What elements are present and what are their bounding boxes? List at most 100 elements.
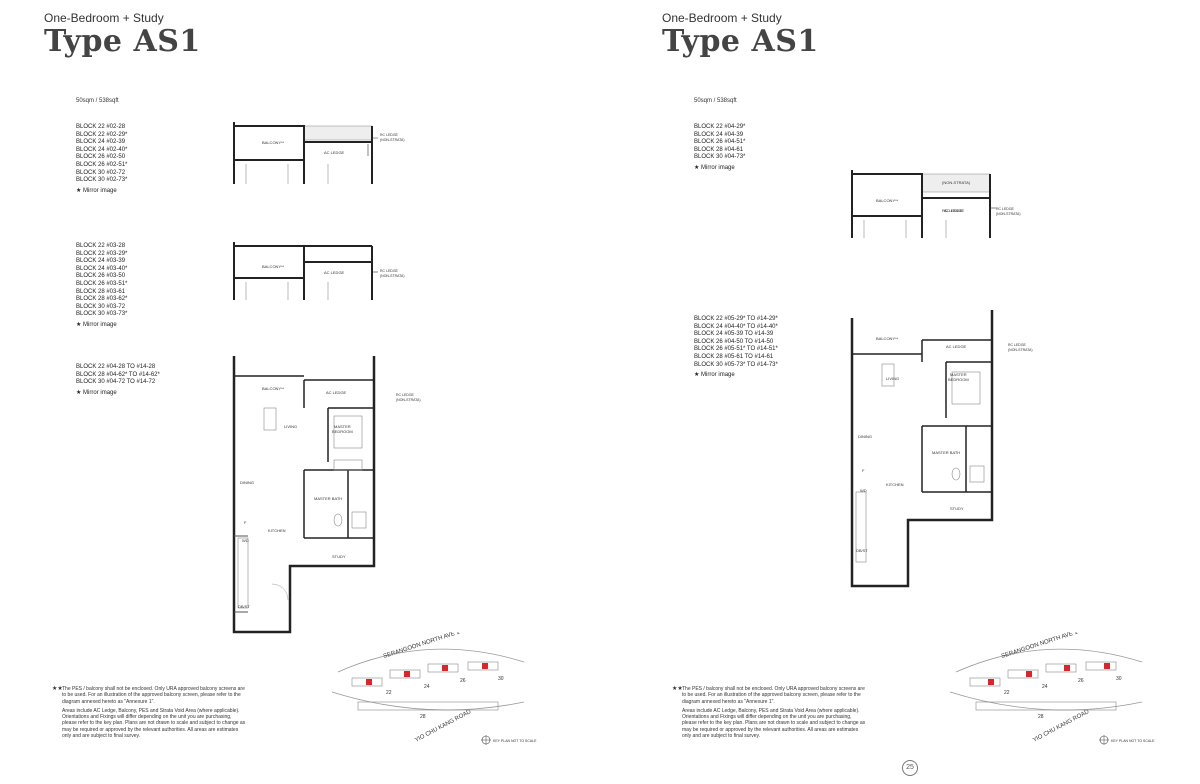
room-label-rc-ledge: RC LEDGE [396, 393, 415, 397]
unit-line: BLOCK 30 #02-73* [76, 177, 128, 184]
full-floor-plan: BALCONY** AC LEDGE RC LEDGE (NON-STRATA)… [232, 356, 421, 634]
room-label-non-strata-top: (NON-STRATA) [942, 180, 971, 185]
room-label-non-strata: (NON-STRATA) [380, 138, 405, 142]
footnote-star: ★★ [52, 686, 63, 692]
room-label-dining: DINING [858, 434, 872, 439]
footnote-para-1: The PES / balcony shall not be enclosed.… [62, 686, 245, 705]
unit-line: BLOCK 24 #05-39 TO #14-39 [694, 331, 774, 338]
fixture-washer-dryer: WD [860, 488, 867, 493]
unit-subtitle: One-Bedroom + Study [44, 11, 164, 25]
room-label-ac-ledge: AC LEDGE [324, 150, 345, 155]
unit-line: BLOCK 28 #03-61 [76, 288, 126, 295]
footnote: ★★ The PES / balcony shall not be enclos… [672, 686, 867, 740]
partial-floor-plan-level-2: BALCONY** AC LEDGE RC LEDGE (NON-STRATA) [233, 122, 405, 184]
partial-floor-plan-level-4: BALCONY** RC LEDGE (NON-STRATA) AC LEDGE… [851, 170, 1021, 238]
unit-line: BLOCK 30 #05-73* TO #14-73* [694, 361, 778, 368]
road-label-north: SERANGOON NORTH AVE 1 [1001, 632, 1079, 660]
unit-line: BLOCK 26 #02-50 [76, 154, 126, 161]
unit-list-group-1: BLOCK 22 #04-29* BLOCK 24 #04-39 BLOCK 2… [694, 124, 745, 173]
block-30-label: 30 [1116, 676, 1122, 682]
room-label-balcony: BALCONY** [262, 264, 285, 269]
mirror-note: ★ Mirror image [76, 321, 117, 328]
room-label-master-bedroom: MASTER [334, 424, 351, 429]
room-label-non-strata: (NON-STRATA) [1008, 348, 1033, 352]
mirror-note: ★ Mirror image [76, 389, 117, 396]
block-28-label: 28 [1038, 714, 1044, 720]
unit-line: BLOCK 22 #03-28 [76, 243, 126, 249]
unit-line: BLOCK 30 #02-72 [76, 169, 126, 176]
unit-line: BLOCK 22 #02-29* [76, 131, 128, 138]
unit-list-group-1: BLOCK 22 #02-28 BLOCK 22 #02-29* BLOCK 2… [76, 124, 127, 195]
block-26-label: 26 [1078, 678, 1084, 684]
room-label-rc-ledge-top: RC LEDGE [942, 208, 963, 213]
room-label-rc-ledge: RC LEDGE [380, 269, 399, 273]
mirror-note: ★ Mirror image [76, 187, 117, 194]
room-label-living: LIVING [284, 424, 297, 429]
unit-line: BLOCK 22 #02-28 [76, 124, 126, 130]
room-label-master-bedroom: MASTER [950, 372, 967, 377]
unit-line: BLOCK 30 #04-72 TO #14-72 [76, 379, 156, 386]
room-label-study: STUDY [332, 554, 346, 559]
room-label-balcony: BALCONY** [876, 336, 899, 341]
unit-area: 50sqm / 538sqft [76, 98, 119, 104]
unit-line: BLOCK 26 #03-50 [76, 273, 126, 280]
room-label-rc-ledge: RC LEDGE [380, 133, 399, 137]
unit-line: BLOCK 28 #05-61 TO #14-61 [694, 353, 774, 360]
room-label-rc-ledge: RC LEDGE [996, 207, 1015, 211]
unit-title: Type AS1 [662, 24, 819, 59]
footnote-para-2: Areas include AC Ledge, Balcony, PES and… [62, 707, 246, 740]
block-24-label: 24 [1042, 684, 1048, 690]
unit-line: BLOCK 28 #04-61 [694, 146, 744, 153]
footnote-para-1: The PES / balcony shall not be enclosed.… [682, 686, 865, 705]
key-plan: SERANGOON NORTH AVE 1 YIO CHU KANG ROAD … [949, 632, 1155, 745]
unit-line: BLOCK 28 #03-62* [76, 296, 128, 303]
left-page: One-Bedroom + Study Type AS1 50sqm / 538… [44, 11, 537, 745]
fixture-fridge: F [244, 520, 247, 525]
room-label-master-bath: MASTER BATH [314, 496, 342, 501]
block-22-label: 22 [1004, 690, 1010, 696]
unit-line: BLOCK 22 #05-29* TO #14-29* [694, 316, 778, 322]
room-label-master-bedroom-2: BEDROOM [948, 377, 969, 382]
fixture-fridge: F [862, 468, 865, 473]
unit-subtitle: One-Bedroom + Study [662, 11, 782, 25]
room-label-rc-ledge: RC LEDGE [1008, 343, 1027, 347]
fixture-db-store: DB/ST [238, 604, 250, 609]
unit-line: BLOCK 26 #05-51* TO #14-51* [694, 346, 778, 353]
unit-line: BLOCK 24 #03-40* [76, 265, 128, 272]
mirror-note: ★ Mirror image [694, 372, 735, 379]
unit-line: BLOCK 24 #04-40* TO #14-40* [694, 323, 778, 330]
block-22-label: 22 [386, 690, 392, 696]
room-label-ac-ledge: AC LEDGE [326, 390, 347, 395]
unit-line: BLOCK 26 #02-51* [76, 161, 128, 168]
unit-line: BLOCK 30 #04-73* [694, 154, 746, 161]
room-label-non-strata: (NON-STRATA) [996, 212, 1021, 216]
unit-line: BLOCK 30 #03-72 [76, 303, 126, 310]
unit-list-group-2: BLOCK 22 #05-29* TO #14-29* BLOCK 24 #04… [694, 316, 778, 380]
footnote-para-2: Areas include AC Ledge, Balcony, PES and… [682, 707, 866, 740]
room-label-non-strata: (NON-STRATA) [396, 398, 421, 402]
page-number: 25 [902, 760, 918, 776]
unit-line: BLOCK 30 #03-73* [76, 311, 128, 318]
unit-line: BLOCK 24 #04-39 [694, 131, 744, 138]
unit-line: BLOCK 26 #04-51* [694, 139, 746, 146]
unit-line: BLOCK 22 #03-29* [76, 250, 128, 257]
block-24-label: 24 [424, 684, 430, 690]
unit-area: 50sqm / 538sqft [694, 98, 737, 104]
key-plan-scale-note: KEY PLAN NOT TO SCALE [1111, 739, 1155, 743]
unit-line: BLOCK 24 #02-40* [76, 146, 128, 153]
room-label-master-bath: MASTER BATH [932, 450, 960, 455]
partial-floor-plan-level-3: BALCONY** AC LEDGE RC LEDGE (NON-STRATA) [233, 242, 405, 300]
room-label-balcony: BALCONY** [262, 140, 285, 145]
unit-line: BLOCK 22 #04-29* [694, 124, 746, 130]
room-label-ac-ledge: AC LEDGE [946, 344, 967, 349]
room-label-ac-ledge: AC LEDGE [944, 208, 965, 213]
room-label-study: STUDY [950, 506, 964, 511]
block-30-label: 30 [498, 676, 504, 682]
room-label-living: LIVING [886, 376, 899, 381]
room-label-ac-ledge: AC LEDGE [324, 270, 345, 275]
unit-line: BLOCK 22 #04-28 TO #14-28 [76, 364, 156, 370]
road-label-north: SERANGOON NORTH AVE 1 [383, 632, 461, 660]
fixture-washer-dryer: WD [242, 538, 249, 543]
room-label-kitchen: KITCHEN [268, 528, 286, 533]
footnote-star: ★★ [672, 686, 683, 692]
